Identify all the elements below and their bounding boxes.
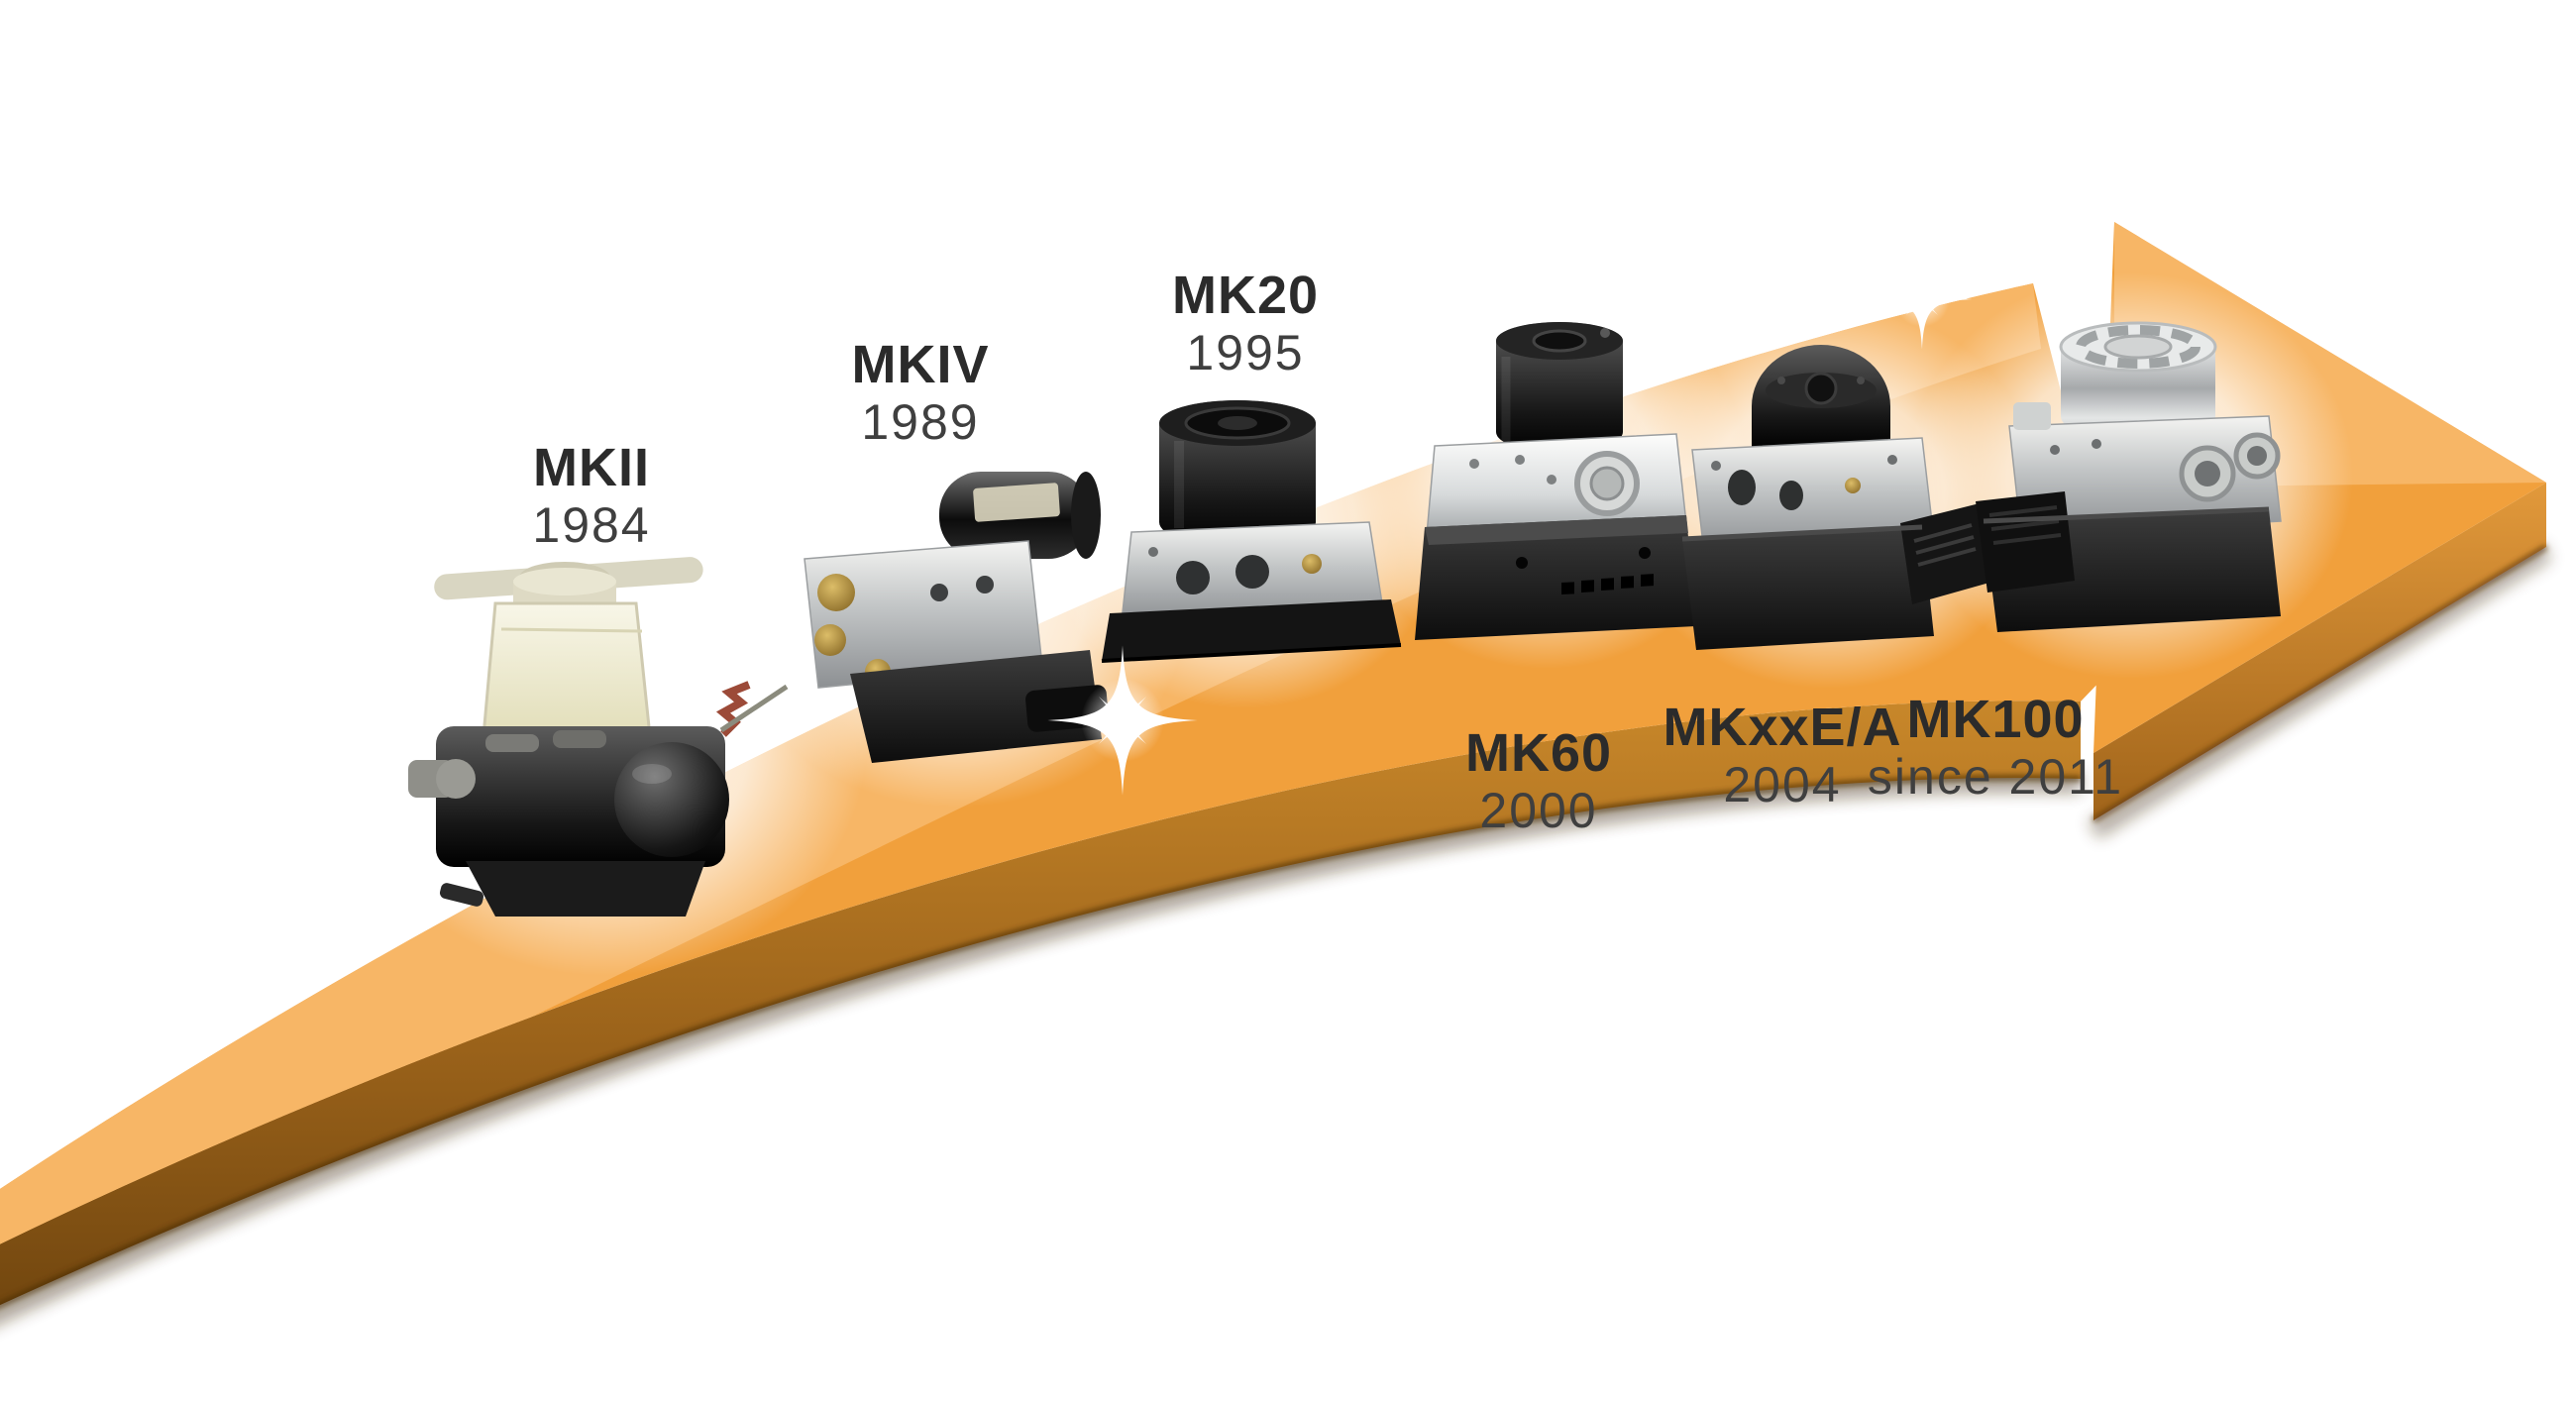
product-year: 2004 — [1723, 757, 1842, 813]
product-year: 1989 — [861, 394, 980, 451]
product-year: 1984 — [532, 497, 651, 554]
product-mkxxea-image — [1681, 345, 1989, 650]
product-year: 2000 — [1479, 783, 1598, 839]
sparkle-icon — [2422, 137, 2529, 244]
timeline-label-mk60: MK60 2000 — [1465, 725, 1612, 836]
product-mkii-image — [408, 557, 789, 917]
timeline-label-mkxxea: MKxxE/A 2004 — [1663, 700, 1901, 810]
arrow-body-front-face — [0, 701, 2081, 1306]
product-mk20-image — [1101, 400, 1402, 663]
arrowhead-shadow — [2088, 542, 2552, 839]
product-name: MKxxE/A — [1663, 698, 1902, 757]
product-name: MK100 — [1906, 690, 2085, 749]
timeline-label-mk100: MK100 since 2011 — [1868, 692, 2123, 803]
arrowhead-front-face — [2093, 483, 2546, 820]
timeline-label-mkiv: MKIV 1989 — [852, 337, 990, 448]
product-name: MKIV — [851, 335, 990, 394]
arrowhead-bottom-line — [2092, 544, 2548, 823]
timeline-label-mk20: MK20 1995 — [1172, 268, 1319, 378]
product-name: MK20 — [1171, 266, 1320, 325]
product-year: since 2011 — [1867, 749, 2124, 806]
product-mk100-image — [1976, 321, 2282, 632]
arrow-shadow — [0, 772, 2082, 1324]
timeline-label-mkii: MKII 1984 — [532, 440, 650, 551]
arrow-body-bottom-line — [0, 775, 2082, 1309]
product-name: MK60 — [1464, 723, 1613, 783]
product-name: MKII — [532, 438, 650, 497]
product-year: 1995 — [1186, 325, 1305, 381]
product-mk60-image — [1415, 322, 1696, 640]
product-mkiv-image — [804, 472, 1109, 763]
